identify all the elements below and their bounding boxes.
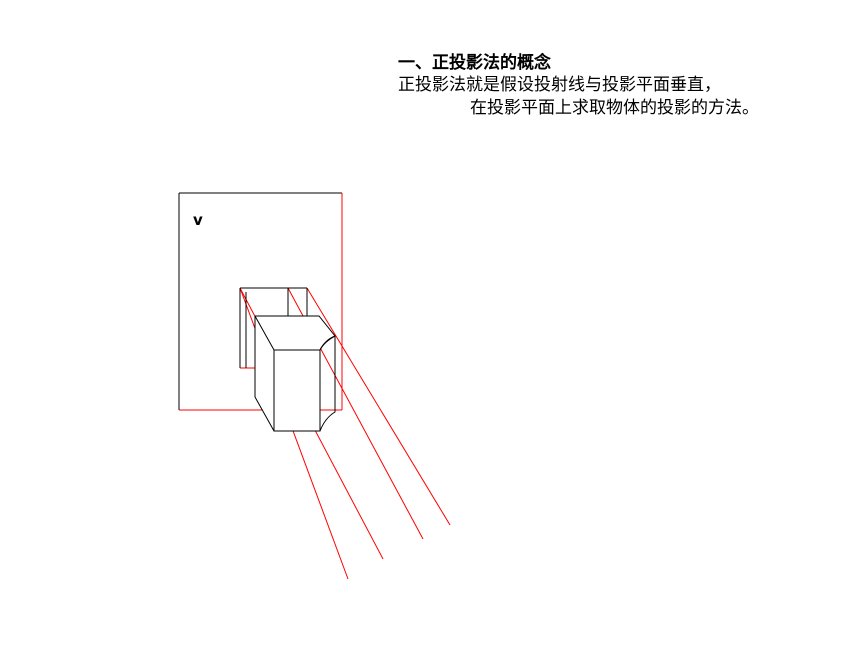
definition-line-2: 在投影平面上求取物体的投影的方法。	[470, 98, 759, 118]
object-projection-outline	[239, 287, 308, 368]
object-solid	[254, 315, 336, 432]
plane-label-v: v	[193, 211, 203, 229]
section-heading: 一、正投影法的概念	[398, 53, 551, 73]
definition-line-1: 正投影法就是假设投射线与投影平面垂直，	[398, 75, 721, 95]
concept-text: 一、正投影法的概念 正投影法就是假设投射线与投影平面垂直， 在投影平面上求取物体…	[398, 52, 848, 120]
